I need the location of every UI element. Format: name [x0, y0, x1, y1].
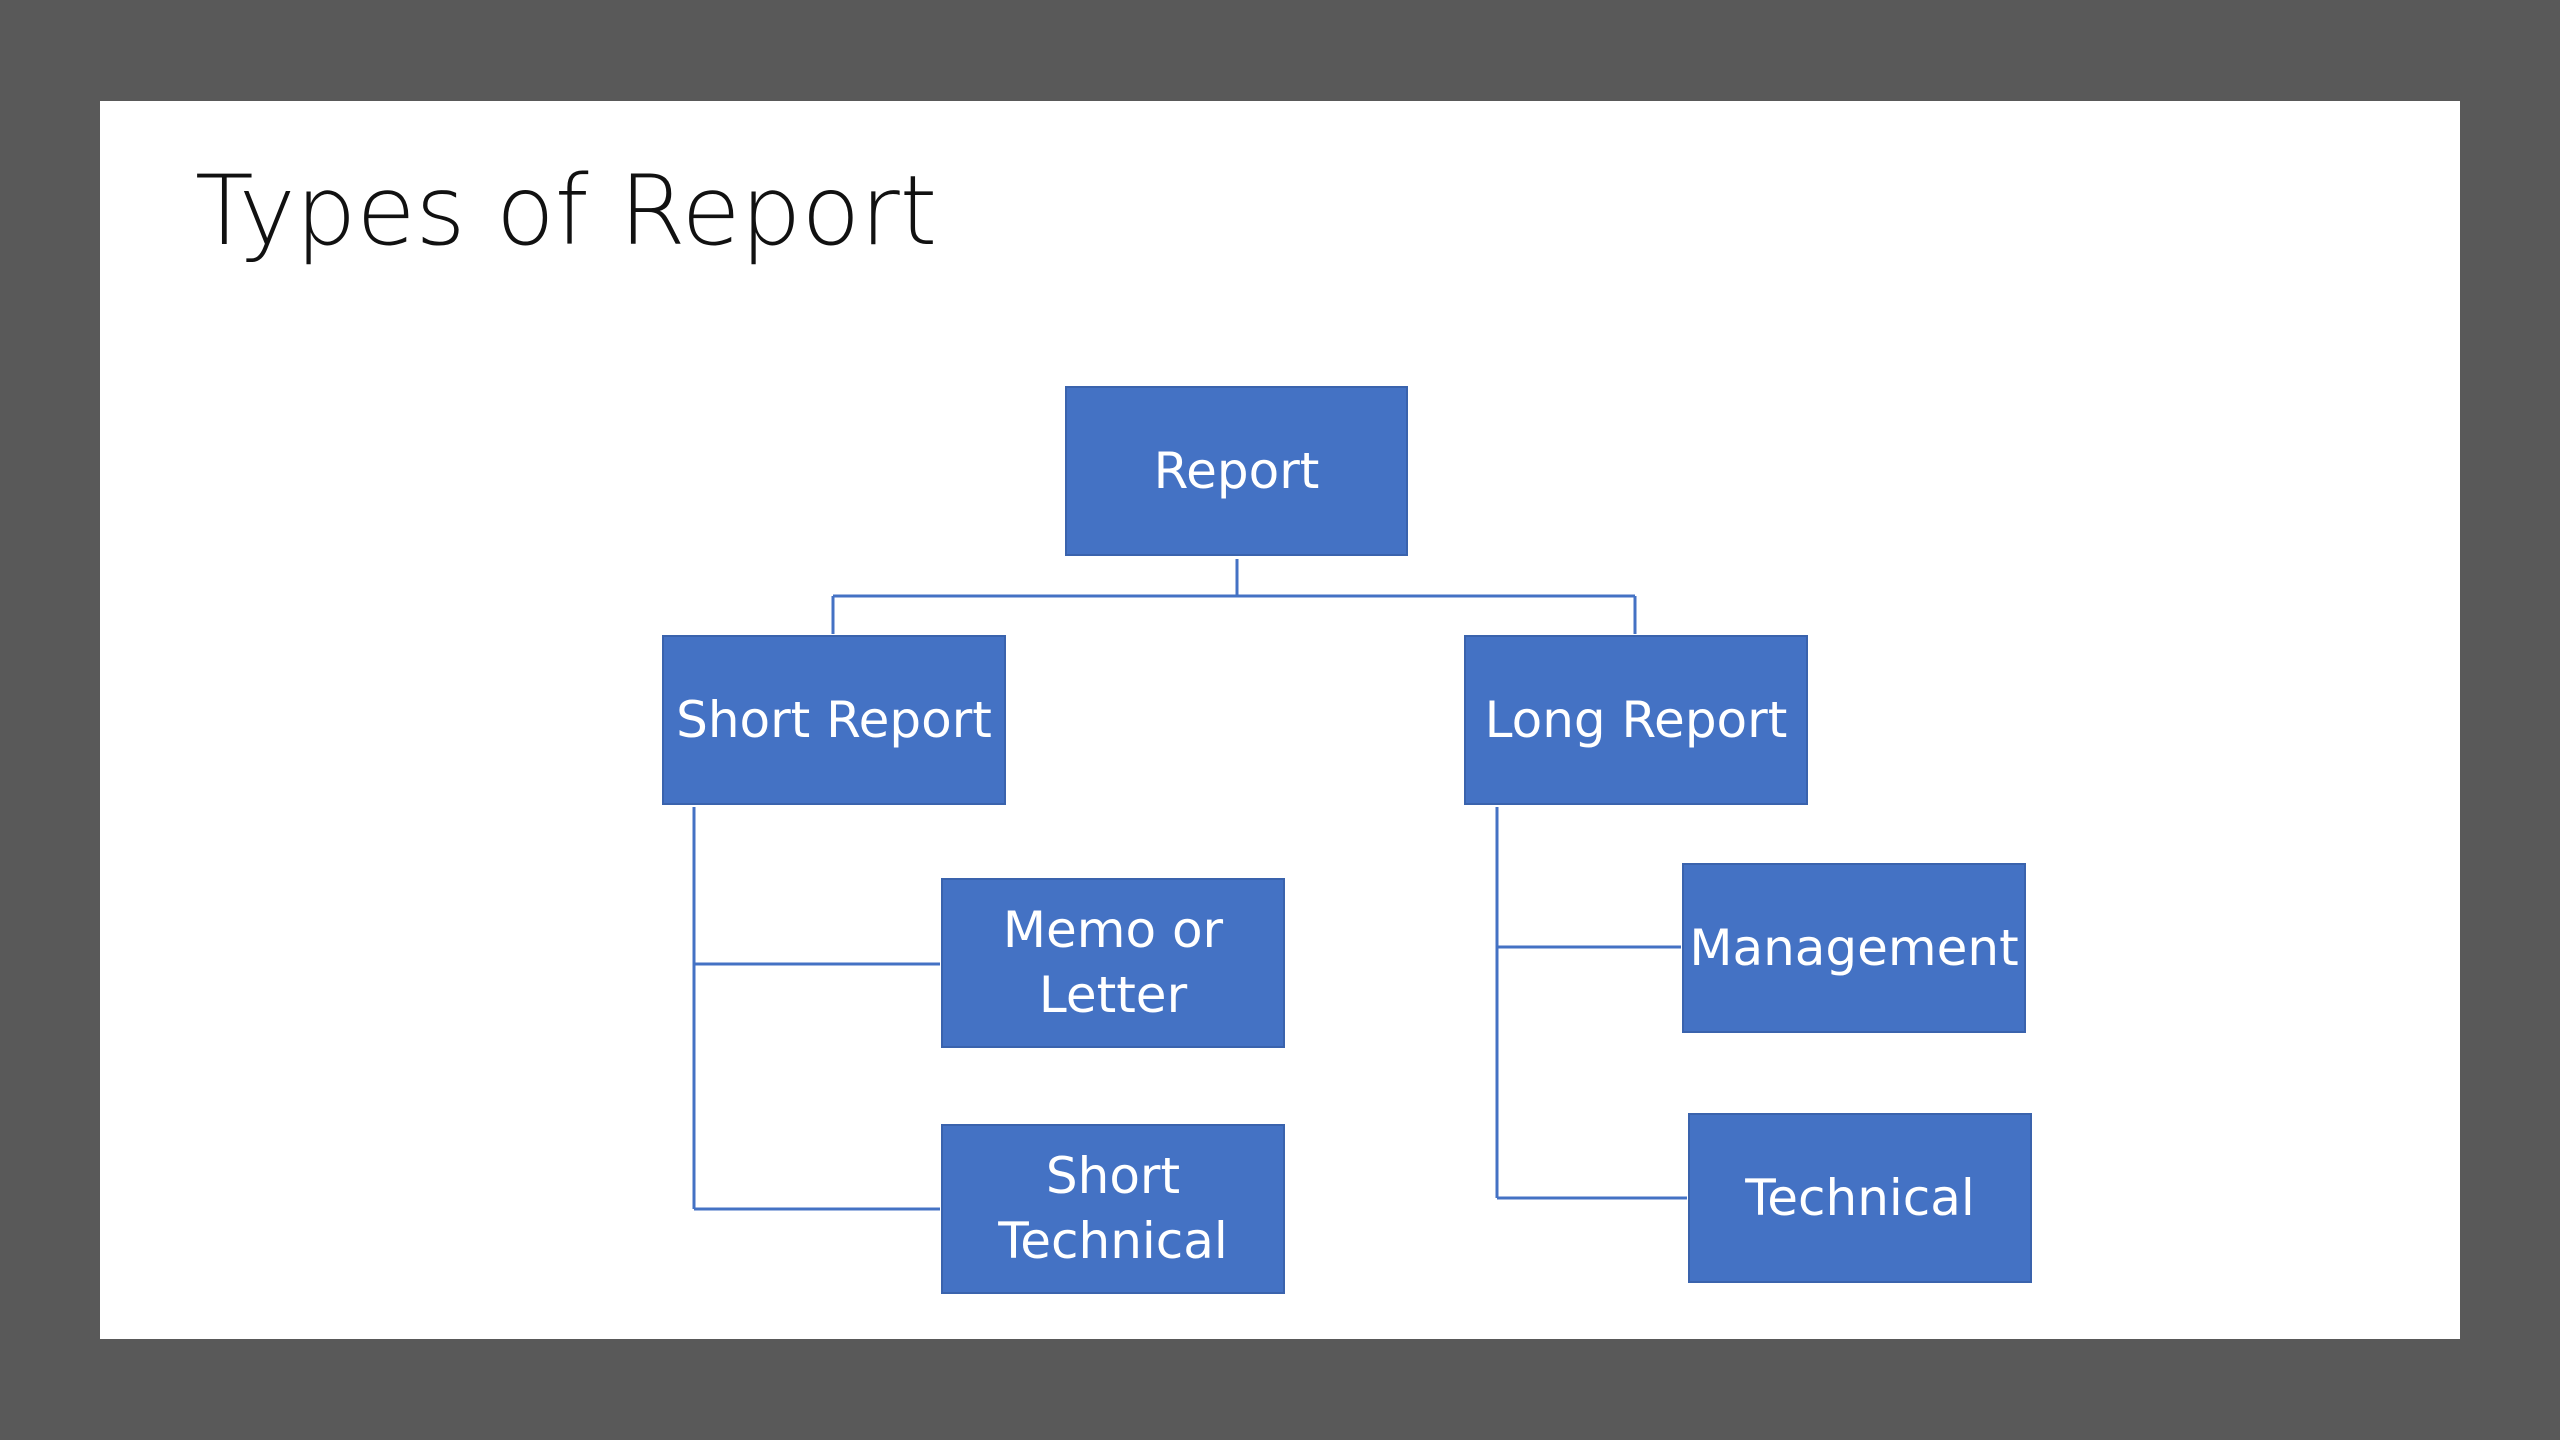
- node-report-label: Report: [1153, 441, 1320, 500]
- node-memo-or-letter[interactable]: Memo or Letter: [941, 878, 1285, 1048]
- node-short-technical-label: Short Technical: [998, 1147, 1228, 1270]
- slide: Types of Report Report Short Report Long…: [100, 101, 2460, 1339]
- node-short-report-label: Short Report: [676, 690, 992, 749]
- node-technical[interactable]: Technical: [1688, 1113, 2032, 1283]
- connector-long-report-children: [1495, 807, 1687, 1200]
- node-long-report-label: Long Report: [1484, 690, 1788, 749]
- node-management[interactable]: Management: [1682, 863, 2026, 1033]
- node-long-report[interactable]: Long Report: [1464, 635, 1808, 805]
- slide-title: Types of Report: [195, 155, 938, 267]
- node-short-report[interactable]: Short Report: [662, 635, 1006, 805]
- connector-root-to-branches: [831, 559, 1637, 634]
- connector-short-report-children: [692, 807, 940, 1211]
- node-management-label: Management: [1689, 918, 2019, 977]
- node-technical-label: Technical: [1745, 1168, 1975, 1227]
- node-report[interactable]: Report: [1065, 386, 1408, 556]
- connector-layer: [692, 559, 1687, 1211]
- node-memo-or-letter-label: Memo or Letter: [1002, 901, 1224, 1024]
- node-short-technical[interactable]: Short Technical: [941, 1124, 1285, 1294]
